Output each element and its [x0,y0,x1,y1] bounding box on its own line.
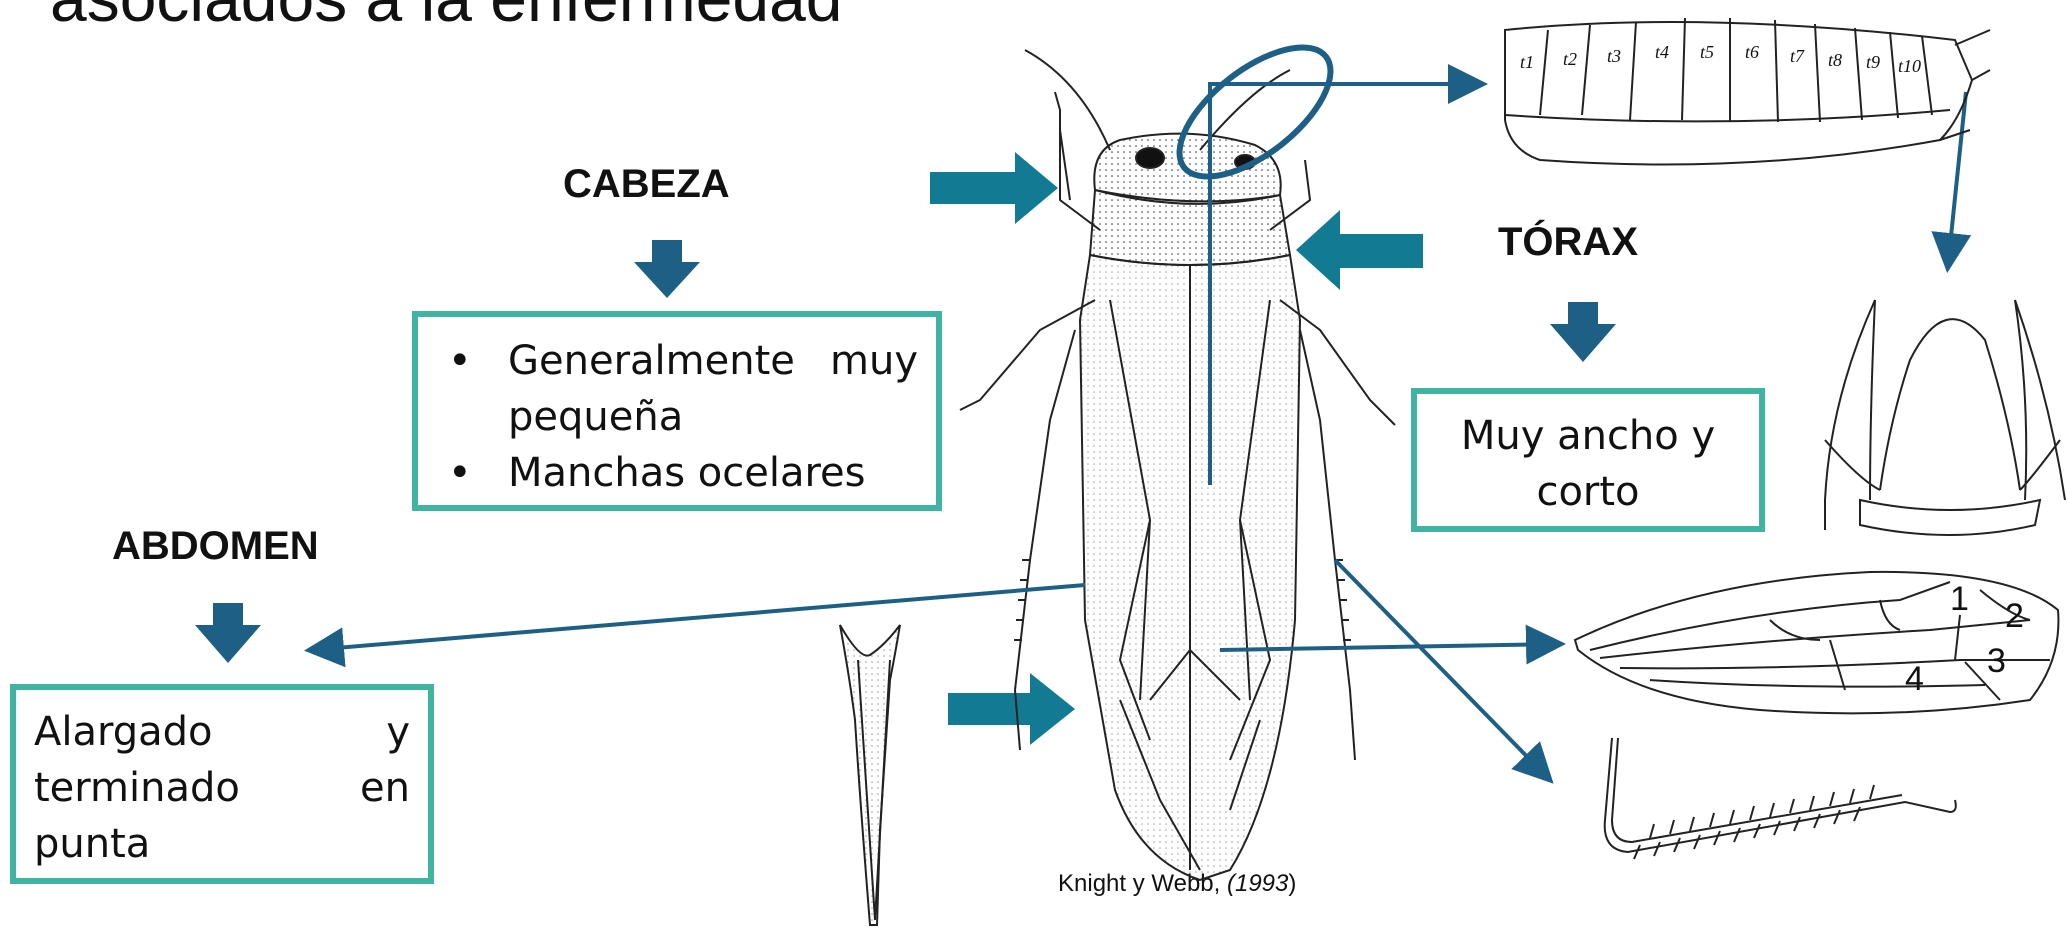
wing-cell-label: 4 [1905,660,1924,698]
abdomen-pointer-arrow [948,673,1075,745]
head-down-arrow [634,240,700,298]
head-pointer-arrow [930,152,1058,224]
wing-cell-label: 2 [2005,597,2024,635]
segment-label: t3 [1607,46,1621,66]
segment-label: t8 [1828,50,1842,70]
segment-label: t5 [1700,42,1714,62]
pygofer-illustration [1825,300,2065,535]
abdomen-down-arrow [195,603,261,663]
thorax-down-arrow [1550,302,1616,362]
segment-label: t9 [1866,52,1880,72]
segment-label: t2 [1563,49,1577,69]
abdomen-segments-illustration: t1 t2 t3 t4 t5 t6 t7 t8 t9 t10 [1505,18,1990,165]
segment-label: t6 [1745,42,1759,62]
hind-leg-illustration [1605,738,1956,859]
segment-label: t10 [1898,56,1921,76]
thorax-pointer-arrow [1296,210,1423,290]
segment-label: t1 [1520,52,1534,72]
segment-label: t7 [1790,46,1805,66]
forewing-illustration: 1 2 3 4 [1575,572,2058,713]
wing-cell-label: 1 [1950,580,1969,618]
segment-label: t4 [1655,42,1669,62]
genitalia-illustration [840,625,900,925]
wing-cell-label: 3 [1987,642,2006,680]
